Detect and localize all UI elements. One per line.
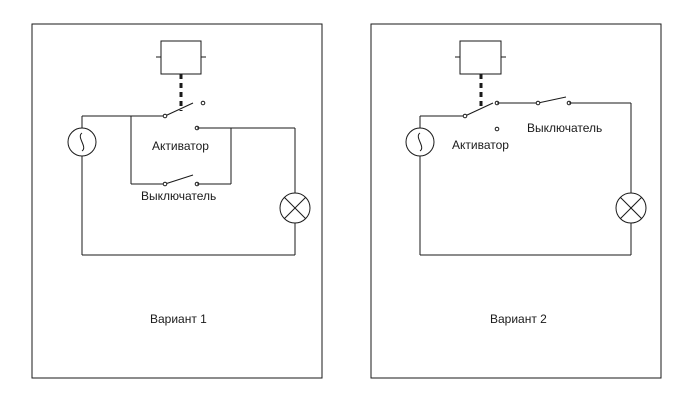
actuator-box: [455, 40, 506, 75]
activator-switch-blade: [164, 102, 194, 117]
variant-2-panel: Активатор Выключатель Вариант 2: [370, 23, 662, 379]
actuator-box: [156, 40, 206, 75]
activator-label: Активатор: [152, 139, 209, 153]
switch-blade: [164, 174, 194, 185]
activator-label: Активатор: [452, 138, 509, 152]
variant-1-title: Вариант 1: [150, 312, 207, 326]
activator-switch-blade: [464, 102, 494, 117]
lamp-icon: [615, 192, 647, 224]
variant-1-frame: [31, 23, 323, 379]
ac-source-icon: [67, 127, 97, 157]
switch-blade: [537, 96, 567, 104]
variant-2-frame: [370, 23, 662, 379]
ac-source-icon: [405, 127, 435, 157]
switch-label: Выключатель: [141, 189, 216, 203]
variant-1-panel: Активатор Выключатель Вариант 1: [31, 23, 323, 379]
variant-2-title: Вариант 2: [490, 312, 547, 326]
switch-label: Выключатель: [527, 121, 602, 135]
lamp-icon: [279, 192, 311, 224]
